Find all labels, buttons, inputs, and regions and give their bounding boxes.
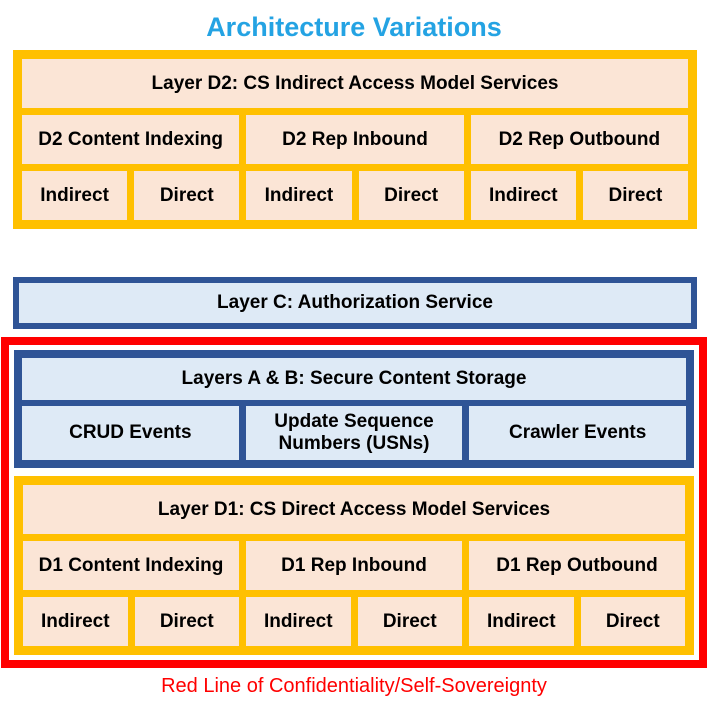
layer-d2-mode-direct-3: Direct (582, 171, 689, 220)
layer-c-box: Layer C: Authorization Service (13, 277, 697, 329)
layers-ab-container: Layers A & B: Secure Content Storage CRU… (14, 350, 694, 468)
layers-ab-header: Layers A & B: Secure Content Storage (22, 358, 686, 400)
layer-d1-mode-direct-1: Direct (134, 597, 239, 646)
layer-d1-mode-direct-3: Direct (580, 597, 685, 646)
layer-d2-mode-direct-1: Direct (134, 171, 240, 220)
layer-d2-mode-indirect-3: Indirect (470, 171, 576, 220)
layer-d1-service-rep-inbound: D1 Rep Inbound (246, 541, 462, 590)
layer-d2-services-row: D2 Content Indexing D2 Rep Inbound D2 Re… (22, 115, 688, 164)
layer-d2-service-content-indexing: D2 Content Indexing (22, 115, 240, 164)
layers-ab-events-row: CRUD Events Update Sequence Numbers (USN… (22, 406, 687, 460)
layer-d2-modes-row: Indirect Direct Indirect Direct Indirect… (22, 171, 689, 220)
layers-ab-crawler-events: Crawler Events (469, 406, 687, 460)
diagram-title: Architecture Variations (206, 12, 502, 42)
layer-d1-mode-indirect-3: Indirect (469, 597, 574, 646)
layer-d2-container: Layer D2: CS Indirect Access Model Servi… (13, 50, 697, 229)
layer-d1-header: Layer D1: CS Direct Access Model Service… (23, 485, 685, 534)
red-line-boundary: Layers A & B: Secure Content Storage CRU… (1, 337, 707, 668)
layer-d2-mode-direct-2: Direct (358, 171, 464, 220)
layer-d2-service-rep-inbound: D2 Rep Inbound (246, 115, 464, 164)
layer-d2-service-rep-outbound: D2 Rep Outbound (470, 115, 688, 164)
layer-d1-mode-indirect-2: Indirect (246, 597, 351, 646)
layer-d1-mode-direct-2: Direct (357, 597, 462, 646)
layer-d1-mode-indirect-1: Indirect (23, 597, 128, 646)
layer-d2-mode-indirect-2: Indirect (246, 171, 352, 220)
layer-d1-services-row: D1 Content Indexing D1 Rep Inbound D1 Re… (23, 541, 685, 590)
layers-ab-crud-events: CRUD Events (22, 406, 239, 460)
layer-d1-service-content-indexing: D1 Content Indexing (23, 541, 239, 590)
layers-ab-usns: Update Sequence Numbers (USNs) (245, 406, 463, 460)
layer-d1-modes-row: Indirect Direct Indirect Direct Indirect… (23, 597, 685, 646)
layer-d2-header: Layer D2: CS Indirect Access Model Servi… (22, 59, 688, 108)
layer-d1-service-rep-outbound: D1 Rep Outbound (469, 541, 685, 590)
red-line-caption: Red Line of Confidentiality/Self-Soverei… (161, 675, 547, 697)
layer-d1-container: Layer D1: CS Direct Access Model Service… (14, 476, 694, 655)
layer-d2-mode-indirect-1: Indirect (22, 171, 128, 220)
